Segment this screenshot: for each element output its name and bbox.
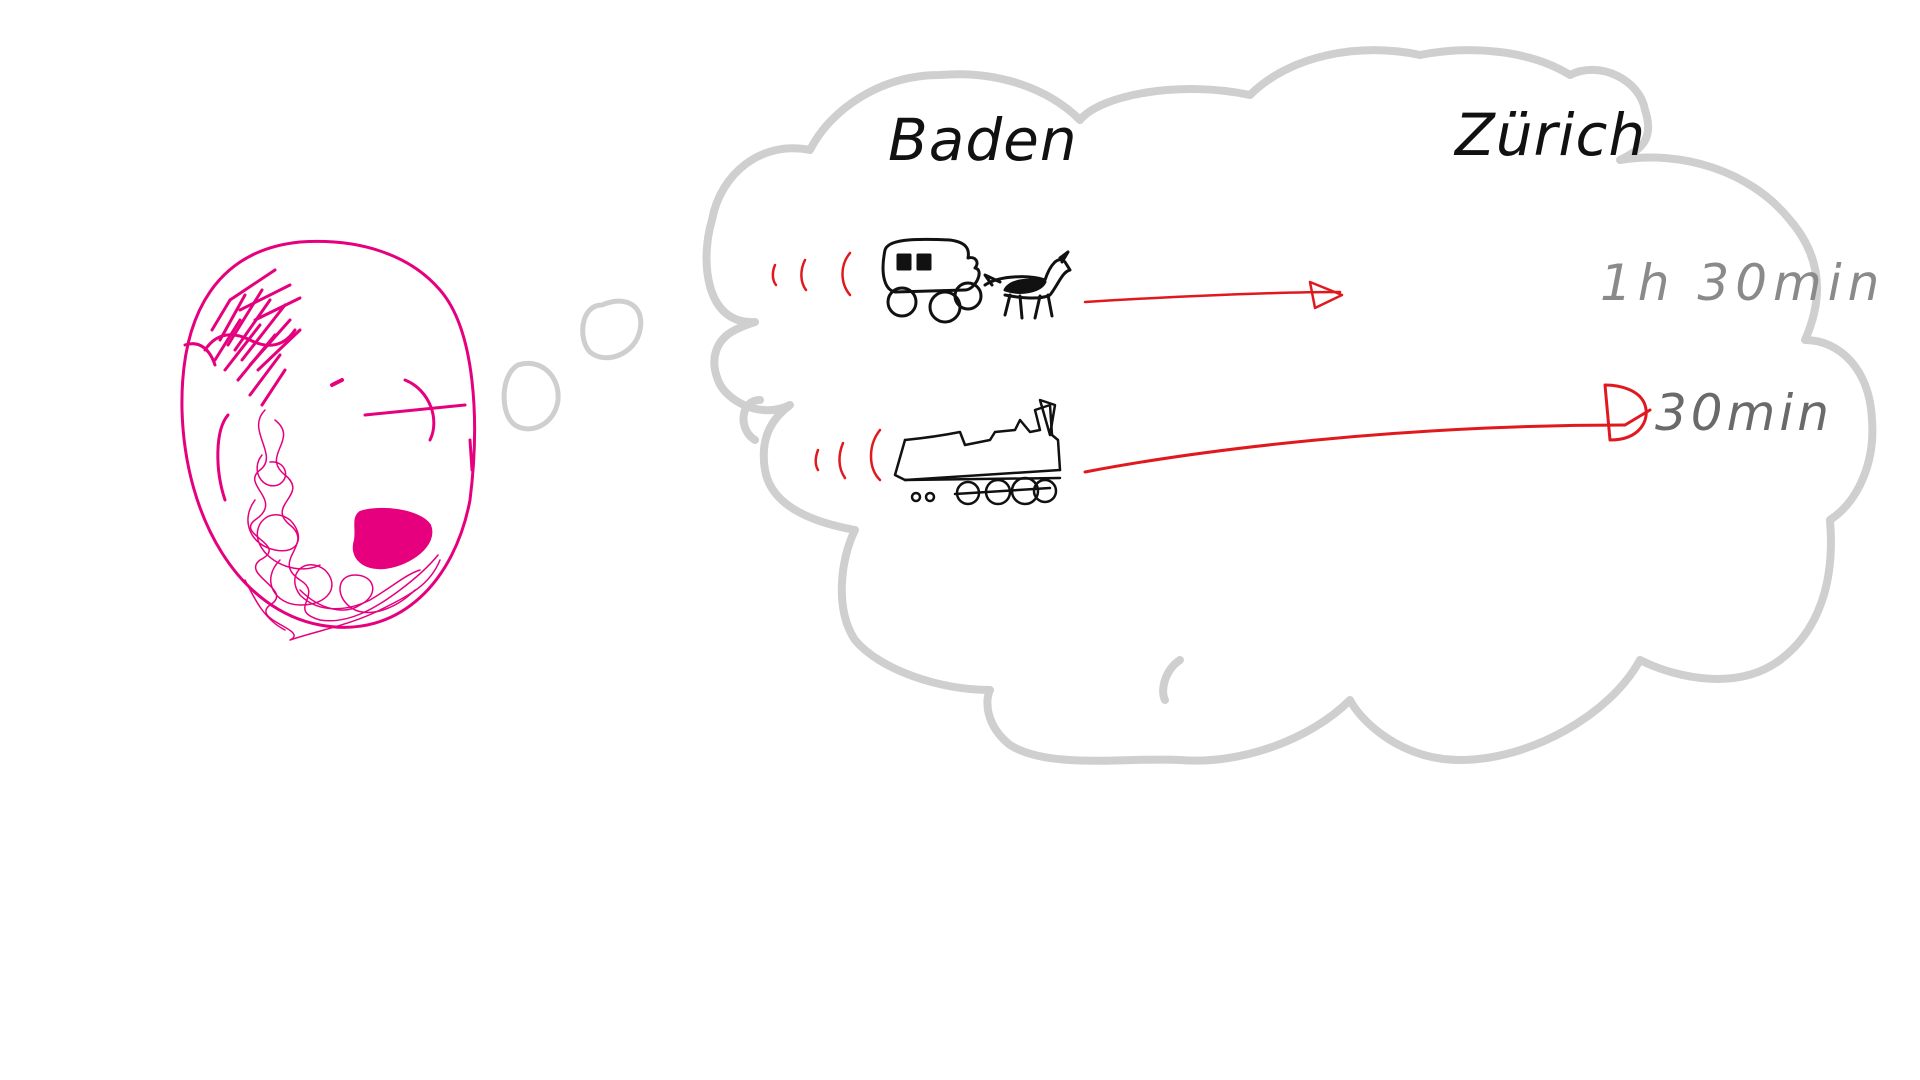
motion-lines-train [814,428,882,482]
horse-carriage-icon [881,237,1072,324]
carriage-time-label: 1h 30min [1600,254,1885,312]
thought-cloud-icon [702,46,1877,765]
thought-bubble-icon [501,298,644,432]
train-time-label: 30min [1655,384,1833,442]
motion-lines-carriage [771,251,852,297]
destination-city-label: Zürich [1453,101,1646,169]
origin-city-label: Baden [888,106,1078,174]
arrow-icon [1083,280,1344,310]
arrow-icon [1083,383,1652,474]
steam-train-icon [893,398,1062,506]
person-head-icon [180,239,477,641]
